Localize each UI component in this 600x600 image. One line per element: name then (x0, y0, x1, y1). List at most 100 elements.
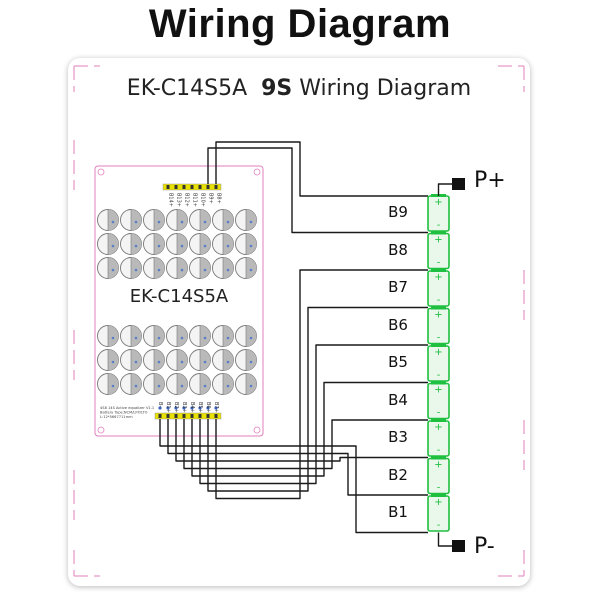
minus-sign: - (437, 520, 441, 531)
capacitor-dot (157, 244, 161, 248)
bottom-pin-label: B7+ (213, 402, 219, 413)
capacitor-dot (203, 384, 207, 388)
capacitor-dot (180, 220, 184, 224)
battery-label: B4 (388, 390, 408, 409)
capacitor-dot (203, 336, 207, 340)
capacitor-shade (200, 257, 211, 279)
balancer-board: B14+B13+B12+B11+B10+B9+B8+B-B1+B2+B3+B4+… (94, 165, 264, 437)
capacitor-shade (246, 233, 257, 255)
bottom-pin-label: B1+ (165, 402, 171, 413)
capacitor-shade (200, 349, 211, 371)
capacitor-shade (200, 209, 211, 231)
balance-wire (183, 419, 428, 470)
pin-dot (190, 406, 194, 410)
capacitor-shade (108, 373, 119, 395)
capacitor-shade (200, 373, 211, 395)
board-small-text: 4S8 14S Active equalizer V1.1 (100, 406, 154, 410)
capacitor-shade (154, 325, 165, 347)
bottom-pin-label: B6+ (205, 402, 211, 413)
subtitle-suffix: Wiring Diagram (299, 76, 472, 101)
capacitor-shade (246, 325, 257, 347)
battery-cells: +-+-+-+-+-+-+-+-+- (427, 194, 450, 532)
capacitor-shade (108, 233, 119, 255)
connector-pin (198, 185, 202, 189)
capacitor-shade (246, 349, 257, 371)
balance-wire (159, 419, 428, 534)
capacitor-dot (226, 244, 230, 248)
capacitor-shade (154, 257, 165, 279)
capacitor-dot (157, 220, 161, 224)
minus-sign: - (437, 220, 441, 231)
capacitor-dot (226, 336, 230, 340)
pin-dot (166, 406, 170, 410)
cell-cap (431, 456, 446, 460)
plus-sign: + (434, 272, 442, 283)
negative-terminal-block (452, 540, 465, 552)
capacitor-dot (134, 244, 138, 248)
top-pin-label: B8+ (216, 193, 222, 204)
connector-pin (190, 185, 194, 189)
capacitor-dot (203, 244, 207, 248)
capacitor-dot (203, 268, 207, 272)
negative-terminal-label: P- (474, 534, 495, 559)
capacitor-dot (157, 384, 161, 388)
plus-sign: + (434, 460, 442, 471)
capacitor-dot (111, 360, 115, 364)
capacitor-shade (177, 373, 188, 395)
minus-sign: - (437, 333, 441, 344)
frame-corner-marks (73, 65, 525, 577)
capacitor-shade (154, 349, 165, 371)
capacitor-shade (108, 257, 119, 279)
balance-wire (215, 269, 428, 500)
mount-hole (253, 426, 261, 434)
capacitor-dot (111, 268, 115, 272)
connector-pin (190, 414, 194, 418)
connector-pin (206, 414, 210, 418)
page-heading: Wiring Diagram (148, 2, 452, 46)
diagram-subtitle: EK-C14S5A 9S Wiring Diagram (68, 76, 530, 101)
capacitor-dot (180, 336, 184, 340)
capacitor-dot (111, 244, 115, 248)
capacitor-shade (200, 233, 211, 255)
capacitor-dot (226, 384, 230, 388)
capacitor-shade (131, 373, 142, 395)
minus-sign: - (437, 445, 441, 456)
connector-pin (214, 185, 218, 189)
plus-sign: + (434, 310, 442, 321)
cell-cap (431, 419, 446, 422)
board-name: EK-C14S5A (129, 286, 229, 307)
connector-pin (174, 185, 178, 189)
capacitor-shade (200, 325, 211, 347)
capacitor-dot (203, 220, 207, 224)
capacitor-shade (223, 257, 234, 279)
capacitor-shade (154, 209, 165, 231)
top-pin-label: B9+ (208, 193, 214, 204)
balance-wire (199, 344, 428, 485)
subtitle-model: EK-C14S5A (126, 76, 248, 101)
capacitor-shade (108, 325, 119, 347)
battery-label: B6 (388, 315, 408, 334)
capacitor-dot (226, 360, 230, 364)
capacitor-shade (177, 325, 188, 347)
capacitor-shade (177, 209, 188, 231)
pin-dot (182, 406, 186, 410)
minus-sign: - (437, 295, 441, 306)
positive-terminal-block (452, 178, 465, 190)
connector-pin (182, 414, 186, 418)
capacitor-shade (131, 209, 142, 231)
balance-wire (175, 419, 428, 462)
board-small-text: Battery Type:NCM/LFP/LTO (100, 411, 148, 415)
capacitor-shade (223, 325, 234, 347)
connector-pin (214, 414, 218, 418)
positive-terminal-label: P+ (474, 168, 506, 193)
capacitor-dot (134, 336, 138, 340)
pin-dot (214, 406, 218, 410)
minus-sign: - (437, 370, 441, 381)
capacitor-dot (134, 360, 138, 364)
top-pin-label: B11+ (192, 193, 198, 207)
cell-cap (431, 381, 446, 385)
capacitor-shade (177, 349, 188, 371)
top-pin-label: B10+ (200, 193, 206, 207)
capacitor-dot (111, 336, 115, 340)
capacitor-dot (134, 384, 138, 388)
